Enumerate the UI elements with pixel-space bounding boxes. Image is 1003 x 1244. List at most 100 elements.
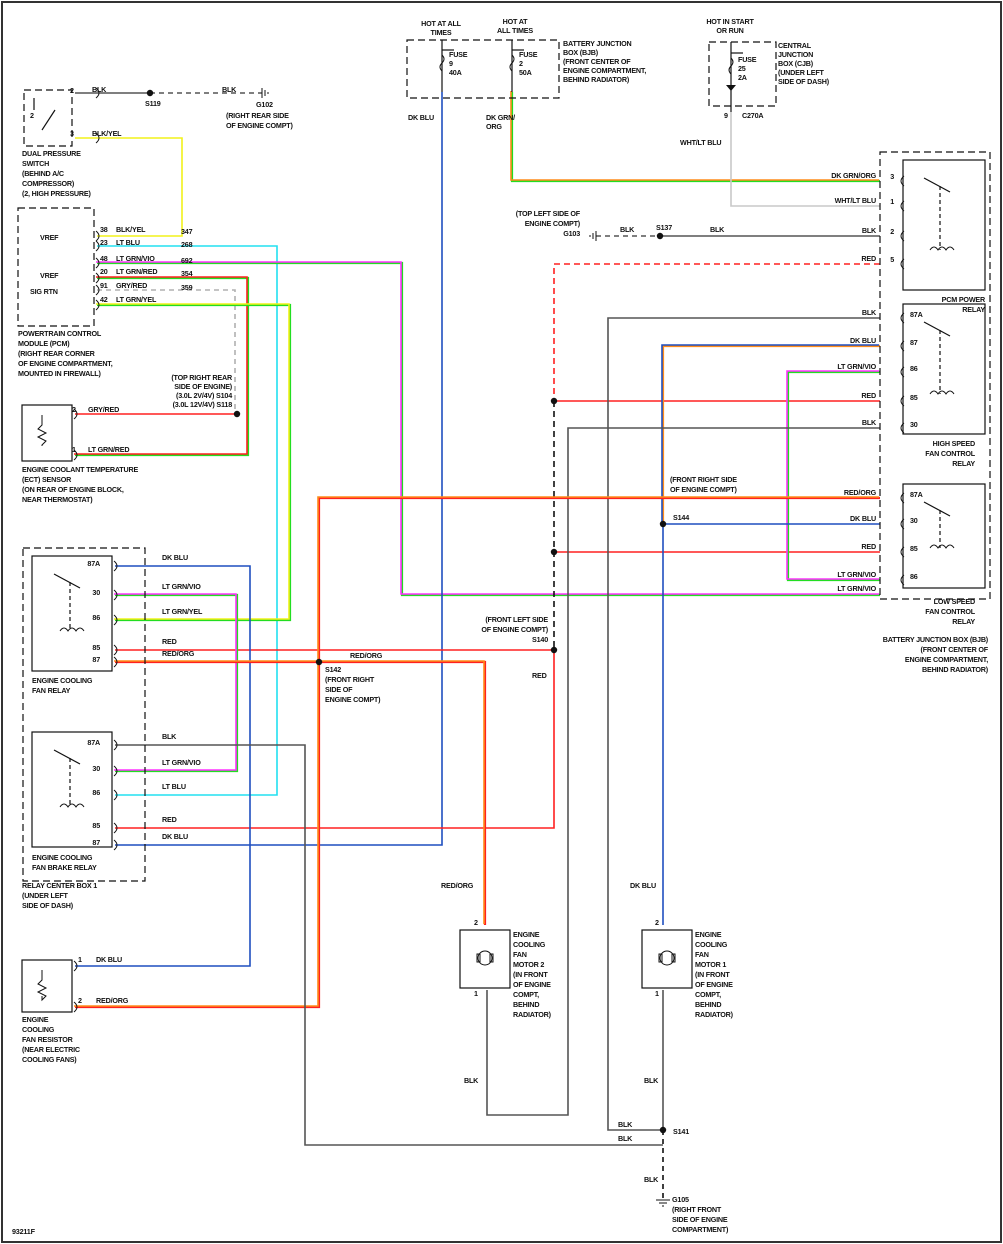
connector-icon: [900, 366, 905, 378]
wire-label: BLK: [644, 1175, 659, 1184]
motor1-desc: FAN: [695, 950, 709, 959]
wire-dk-blu-hs87-stripe: [661, 344, 880, 524]
pin-label: 2: [72, 405, 76, 414]
pcm-relay-desc: PCM POWER: [942, 295, 986, 304]
circuit-label: 692: [181, 256, 193, 265]
connector-icon: [900, 492, 905, 504]
wire-red-brake85: [115, 650, 555, 829]
motor2-desc: MOTOR 2: [513, 960, 544, 969]
pin-label: 38: [100, 225, 108, 234]
pin-label: 9: [724, 111, 728, 120]
fuse-box-bjb: [406, 39, 560, 99]
pcm-pin-name: VREF: [40, 271, 59, 280]
hs-relay-desc: FAN CONTROL: [925, 449, 976, 458]
fuse-label: 25: [738, 64, 746, 73]
wire-lt-grn-yel: [96, 303, 290, 620]
connector-icon: [113, 822, 118, 834]
brake-relay-box: [31, 731, 113, 848]
ground-label: G102: [256, 100, 273, 109]
splice-desc: (3.0L 2V/4V) S104: [176, 391, 232, 400]
pin-label: 85: [92, 821, 100, 830]
pin-label: 2: [70, 86, 74, 95]
fuse-label: FUSE: [738, 55, 757, 64]
fan-resistor-box: [21, 959, 73, 1013]
splice-s144: [659, 520, 667, 528]
connector-icon: [95, 284, 100, 296]
connector-icon: [113, 644, 118, 656]
wire-label: DK BLU: [408, 113, 434, 122]
pin-label: 91: [100, 281, 108, 290]
pin-label: 87: [910, 338, 918, 347]
fuse-box-cjb: [708, 41, 777, 107]
relay-coil-icon: [929, 246, 955, 251]
splice-s140: [550, 646, 558, 654]
wire-label: RED/ORG: [162, 649, 195, 658]
motor1-desc: OF ENGINE: [695, 980, 733, 989]
wire-lt-grn-vio-relays-stripe: [115, 593, 239, 773]
low-speed-relay-box: [902, 483, 986, 589]
hs-relay-desc: RELAY: [952, 459, 975, 468]
bjb-desc: (FRONT CENTER OF: [563, 57, 631, 66]
pin-label: 86: [910, 364, 918, 373]
splice-desc: (FRONT RIGHT: [325, 675, 375, 684]
pin-label: 1: [72, 445, 76, 454]
splice-desc: SIDE OF: [325, 685, 353, 694]
pressure-switch-icon: [41, 109, 56, 131]
wire-label: BLK: [618, 1120, 633, 1129]
wire-label: LT GRN/VIO: [162, 758, 201, 767]
circuit-label: 359: [181, 283, 193, 292]
wire-blk-hs30: [486, 427, 880, 1116]
wire-label: BLK: [862, 418, 877, 427]
wire-label: BLK: [620, 225, 635, 234]
pin-label: 2: [890, 227, 894, 236]
motor-brush-icon: [476, 953, 481, 963]
component-desc: (BEHIND A/C: [22, 169, 64, 178]
motor2-box: [459, 929, 511, 989]
fan-resistor-desc: COOLING FANS): [22, 1055, 77, 1064]
wire-label: WHT/LT BLU: [680, 138, 721, 147]
hot-label: ALL TIMES: [497, 26, 533, 35]
wire-label: BLK: [464, 1076, 479, 1085]
splice-label: S137: [656, 223, 672, 232]
ground-g103-icon: [589, 231, 597, 241]
connector-icon: [113, 560, 118, 572]
splice-label: S144: [673, 513, 689, 522]
splice-desc: S142: [325, 665, 341, 674]
wire-label: GRY/RED: [116, 281, 147, 290]
connector-icon: [113, 739, 118, 751]
relay-center-desc: (UNDER LEFT: [22, 891, 69, 900]
pin-label: 85: [910, 544, 918, 553]
pin-label: 87: [92, 838, 100, 847]
pin-label: 3: [70, 129, 74, 138]
pin-label: 86: [92, 788, 100, 797]
brake-relay-desc: ENGINE COOLING: [32, 853, 93, 862]
splice-s137: [656, 232, 664, 240]
ls-relay-desc: LOW SPEED: [934, 597, 975, 606]
fuse-label: 2: [519, 59, 523, 68]
ground-desc: (TOP LEFT SIDE OF: [516, 209, 581, 218]
connector-icon: [900, 312, 905, 324]
wire-red-org-ls87a-stripe: [75, 496, 880, 1009]
pin-label: 30: [92, 764, 100, 773]
relay-coil-icon: [59, 627, 85, 632]
ground-desc: (RIGHT REAR SIDE: [226, 111, 289, 120]
motor-icon: [659, 950, 675, 966]
wire-label: BLK/YEL: [116, 225, 146, 234]
splice-desc: (3.0L 12V/4V) S118: [173, 400, 233, 409]
connector-icon: [900, 546, 905, 558]
pin-label: 87A: [910, 310, 923, 319]
component-desc: COMPRESSOR): [22, 179, 75, 188]
motor1-desc: RADIATOR): [695, 1010, 734, 1019]
wire-label: DK BLU: [96, 955, 122, 964]
connector-icon: [113, 656, 118, 668]
pin-label: 20: [100, 267, 108, 276]
motor2-desc: FAN: [513, 950, 527, 959]
wire-label: BLK: [222, 85, 237, 94]
wire-label: BLK: [644, 1076, 659, 1085]
hot-label: TIMES: [431, 28, 452, 37]
fan-resistor-desc: COOLING: [22, 1025, 55, 1034]
motor1-desc: COMPT,: [695, 990, 721, 999]
motor-icon: [477, 950, 493, 966]
wire-red-org-motor2-stripe: [115, 660, 487, 925]
